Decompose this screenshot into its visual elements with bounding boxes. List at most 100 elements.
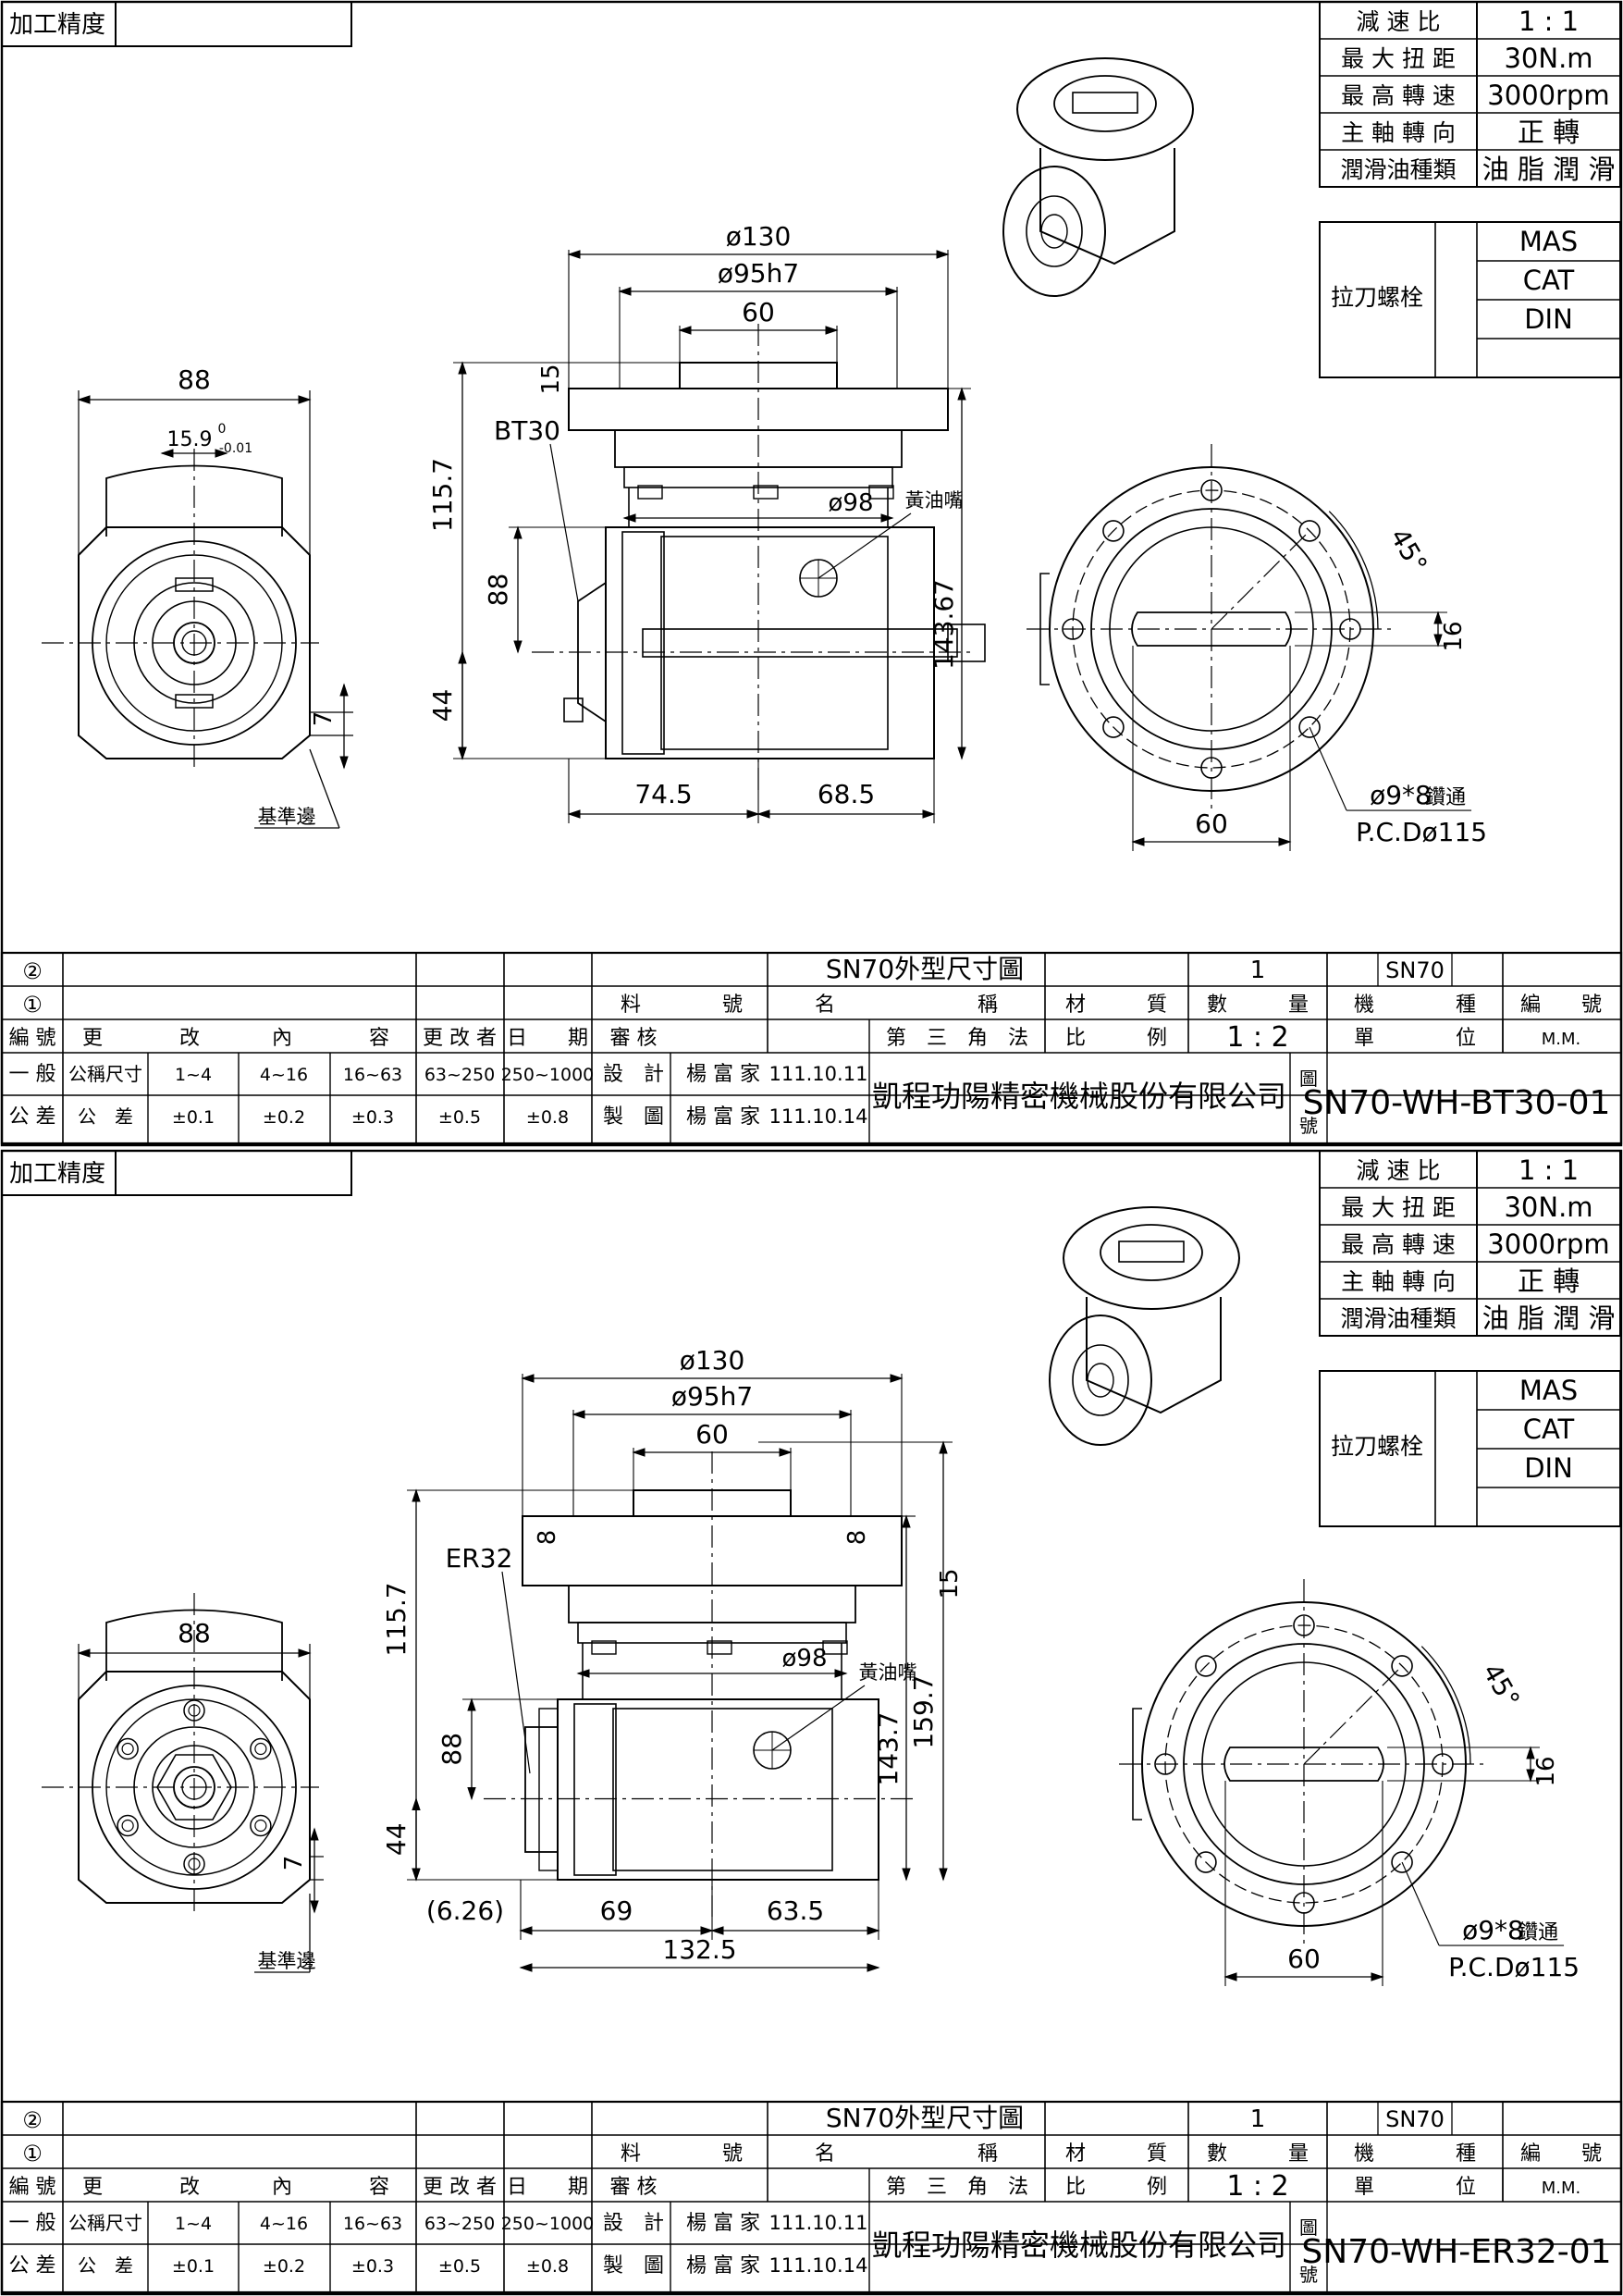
dim-h15: 15 xyxy=(936,1568,964,1599)
output-key xyxy=(1131,611,1292,647)
header-no: 編 號 xyxy=(1520,994,1602,1017)
arrowhead xyxy=(412,1796,421,1810)
bolt-head xyxy=(591,1640,617,1655)
tol-range: 63~250 xyxy=(424,2214,495,2234)
arrowhead xyxy=(215,449,228,458)
arrowhead xyxy=(834,1669,848,1678)
drawbar-head xyxy=(947,623,986,662)
arrowhead xyxy=(310,1900,319,1914)
iso-input-bore xyxy=(1026,195,1083,267)
edit-row-header: 改 xyxy=(179,2176,200,2199)
dim-8a: 8 xyxy=(534,1530,561,1546)
arrowhead xyxy=(839,1410,853,1419)
tol-range: 1~4 xyxy=(175,1065,212,1085)
spec-value: 1 : 1 xyxy=(1518,6,1579,37)
arrowhead xyxy=(1526,1746,1535,1759)
bolt-head xyxy=(707,1640,732,1655)
arrowhead xyxy=(1526,1769,1535,1783)
edit-row-header: 日 期 xyxy=(507,1027,588,1050)
edit-row-header: 容 xyxy=(369,2176,389,2199)
dim-w60b: 60 xyxy=(1287,1944,1321,1974)
iso-input-face xyxy=(1002,166,1106,297)
edit-row-header: 更 改 者 xyxy=(423,1027,497,1050)
spec-label: 減 速 比 xyxy=(1357,8,1441,35)
spec-label: 主 軸 轉 向 xyxy=(1341,119,1456,146)
housing-inner xyxy=(660,536,889,750)
leader-line xyxy=(501,1571,531,1774)
spec-label: 減 速 比 xyxy=(1357,1157,1441,1184)
ref-edge-label: 基準邊 xyxy=(258,1950,316,1972)
arrowhead xyxy=(957,747,966,760)
spec-label: 最 大 扭 距 xyxy=(1341,1194,1456,1221)
arrowhead xyxy=(939,1440,948,1454)
mounting-hole xyxy=(1102,716,1125,738)
model-value: SN70 xyxy=(1385,2106,1445,2132)
edit-row-header: 更 xyxy=(82,1027,103,1050)
grease-label: 黃油嘴 xyxy=(859,1661,917,1684)
spec-value: 1 : 1 xyxy=(1518,1154,1579,1186)
leader-line xyxy=(549,443,579,602)
unit-label: 單 位 xyxy=(1354,1027,1476,1050)
dim-l2: 68.5 xyxy=(818,779,875,809)
arrowhead xyxy=(1131,837,1145,846)
ref-edge-label: 基準邊 xyxy=(258,806,316,828)
dim-w60: 60 xyxy=(742,297,775,327)
dim-8b: 8 xyxy=(843,1530,871,1546)
designer-name: 楊 富 家 xyxy=(686,1063,760,1086)
edit-row-header: 內 xyxy=(272,2176,292,2199)
tol-value: ±0.8 xyxy=(526,1107,569,1128)
precision-box xyxy=(1,1150,352,1196)
spec-label: 潤滑油種類 xyxy=(1340,1305,1456,1332)
dim-holes-note: 鑽通 xyxy=(1425,786,1466,809)
dim-keyway-tol-lower: -0.01 xyxy=(219,441,252,456)
arrowhead xyxy=(867,1963,880,1972)
header-qty: 數 量 xyxy=(1207,994,1309,1017)
arrowhead xyxy=(746,809,760,819)
spec-value: 正 轉 xyxy=(1518,117,1580,148)
angle-arc xyxy=(1420,1646,1471,1765)
tol-value: ±0.5 xyxy=(438,2256,481,2277)
bolt-head xyxy=(868,485,894,500)
rev-mark: ② xyxy=(22,958,43,984)
edit-row-header: 編 號 xyxy=(9,1027,56,1050)
iso-input-face xyxy=(1049,1315,1152,1446)
arrowhead xyxy=(298,1648,312,1658)
title-block xyxy=(0,951,1623,1145)
gear-housing xyxy=(605,526,935,759)
draw-date: 111.10.14 xyxy=(769,2254,868,2277)
arrowhead xyxy=(298,395,312,404)
mounting-hole xyxy=(1195,1851,1217,1873)
precision-box xyxy=(1,1,352,47)
arrowhead xyxy=(339,756,349,770)
spec-label: 主 軸 轉 向 xyxy=(1341,1268,1456,1295)
dim-h88: 88 xyxy=(483,574,513,607)
header-material: 材 質 xyxy=(1065,2142,1167,2166)
tol-value: ±0.2 xyxy=(263,1107,305,1128)
qty-value: 1 xyxy=(1250,957,1266,984)
design-label: 設 計 xyxy=(603,2212,664,2235)
draw-date: 111.10.14 xyxy=(769,1105,868,1128)
designer-name: 楊 富 家 xyxy=(686,2212,760,2235)
leader-line xyxy=(309,748,340,829)
dim-front-width: 88 xyxy=(178,364,211,395)
header-machine: 機 種 xyxy=(1354,994,1476,1017)
edit-row-header: 審 核 xyxy=(610,2176,658,2199)
bolt-hole-inner xyxy=(121,1819,134,1833)
arrowhead xyxy=(880,513,894,523)
drawbar xyxy=(642,628,958,658)
edit-row-header: 審 核 xyxy=(610,1027,658,1050)
dim-holes-note: 鑽通 xyxy=(1518,1921,1558,1944)
iso-pilot xyxy=(1100,1224,1203,1281)
arrowhead xyxy=(902,1514,911,1528)
spec-value: 油 脂 潤 滑 xyxy=(1482,1302,1616,1334)
sheet-border xyxy=(0,1149,1623,2296)
dim-l0: (6.26) xyxy=(426,1895,504,1926)
rev-mark: ② xyxy=(22,2107,43,2133)
mounting-hole xyxy=(1391,1851,1413,1873)
arrowhead xyxy=(779,1448,793,1457)
dim-ref-height: 7 xyxy=(280,1856,308,1871)
dim-front-width: 88 xyxy=(178,1618,211,1648)
header-material-no: 料 號 xyxy=(621,994,743,1017)
pull-stud-label: 拉刀螺栓 xyxy=(1331,284,1423,311)
